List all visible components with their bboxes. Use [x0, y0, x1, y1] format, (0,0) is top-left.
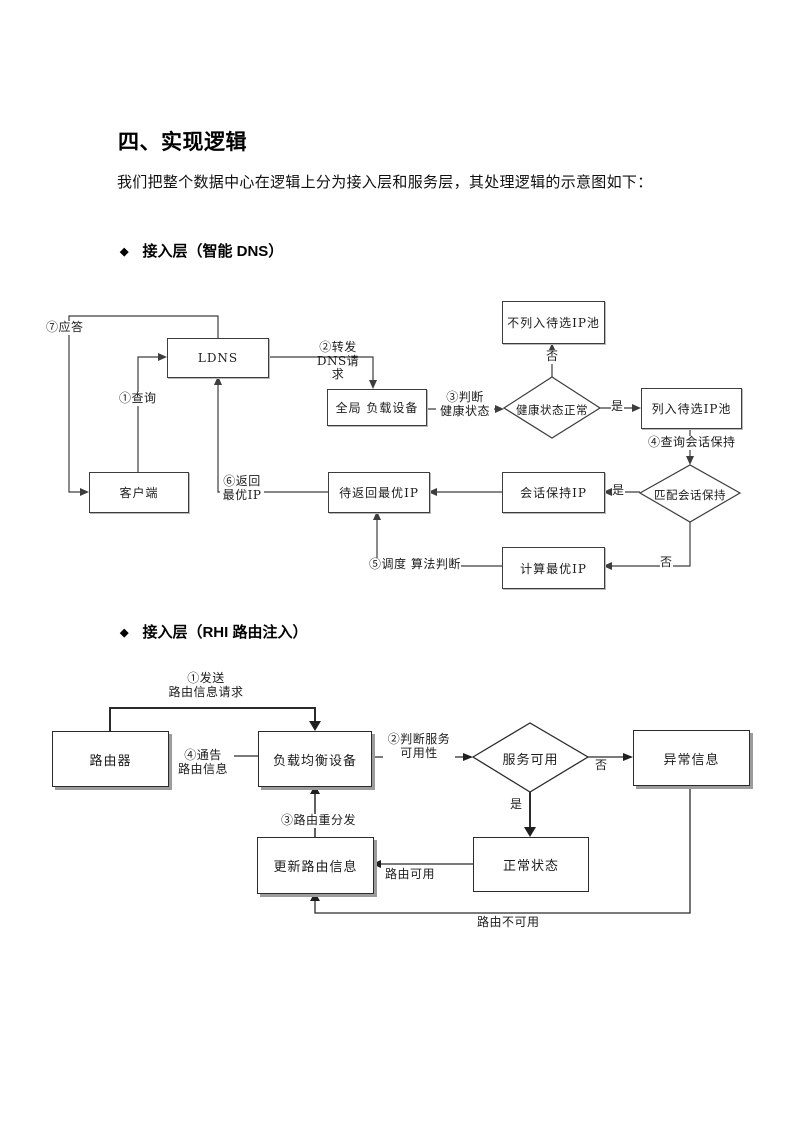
- decision-service-ok-diamond: [471, 722, 590, 793]
- arrowhead-into-health: [495, 405, 504, 413]
- fc2-decision-service-ok-label: 服务可用: [502, 753, 559, 768]
- decision-match-session-diamond: [638, 464, 742, 523]
- arrowhead-into-lb-top: [309, 721, 321, 731]
- connector-return-ip: [217, 385, 328, 493]
- fc1-decision-match-session-label: 匹配会话保持: [654, 488, 726, 502]
- arrowhead-into-session-ip: [603, 488, 612, 496]
- fc2-node-normal: 正常状态: [473, 837, 589, 892]
- arrowhead-into-ldns-bottom: [214, 376, 222, 385]
- fc1-node-calc-ip: 计算最优IP: [502, 547, 605, 589]
- fc2-node-router: 路由器: [52, 731, 169, 787]
- fc1-label-query: ①查询: [119, 391, 157, 406]
- arrowhead-into-client: [80, 488, 89, 496]
- connector-forward: [267, 356, 374, 380]
- fc2-node-abnormal: 异常信息: [633, 730, 750, 786]
- fc2-decision-diamonds: [471, 722, 590, 793]
- diamond-bullet-icon: ◆: [120, 246, 129, 258]
- fc2-node-lb: 负载均衡设备: [258, 731, 372, 787]
- diamond-bullet-icon: ◆: [120, 627, 129, 639]
- fc2-label-route-bad: 路由不可用: [477, 915, 540, 929]
- arrowhead-into-not-pool: [548, 343, 556, 352]
- fc2-node-update: 更新路由信息: [257, 837, 374, 894]
- arrowhead-into-update-bottom: [310, 892, 320, 901]
- fc1-label-schedule: ⑤调度 算法判断: [369, 557, 461, 572]
- fc1-node-global-lb: 全局 负载设备: [327, 389, 427, 426]
- fc1-node-session-ip: 会话保持IP: [502, 472, 605, 513]
- section-heading-rhi: ◆ 接入层（RHI 路由注入）: [120, 621, 307, 642]
- arrowhead-into-lb-bottom: [310, 785, 320, 794]
- fc2-label-judge-service: ②判断服务 可用性: [383, 732, 455, 760]
- arrowhead-into-abnormal: [623, 753, 633, 761]
- fc1-label-judge-health: ③判断 健康状态: [436, 390, 494, 418]
- fc1-node-ldns: LDNS: [167, 338, 269, 378]
- fc1-decision-diamonds: [502, 376, 742, 523]
- arrowhead-into-calc-ip: [603, 562, 612, 570]
- fc1-label-no2: 否: [660, 555, 673, 570]
- arrowhead-into-pool: [632, 404, 641, 412]
- arrowhead-into-global-lb: [369, 380, 377, 389]
- section-rhi-title: 接入层（RHI 路由注入）: [142, 624, 308, 641]
- fc1-label-query-session: ④查询会话保持: [648, 435, 736, 450]
- section-dns-title: 接入层（智能 DNS）: [142, 243, 284, 260]
- connector-reply: [68, 315, 219, 493]
- fc2-label-notify: ④通告 路由信息: [172, 748, 234, 776]
- fc1-node-pool: 列入待选IP池: [641, 388, 742, 429]
- fc1-label-yes2: 是: [612, 483, 625, 498]
- fc1-node-wait-ip: 待返回最优IP: [328, 472, 430, 513]
- fc2-label-no: 否: [595, 758, 608, 772]
- fc1-decision-health-label: 健康状态正常: [516, 403, 588, 417]
- arrowhead-into-normal: [524, 827, 536, 837]
- fc1-label-reply: ⑦应答: [46, 320, 84, 335]
- fc2-label-redistribute: ③路由重分发: [281, 813, 357, 828]
- fc1-label-yes1: 是: [611, 399, 624, 414]
- fc1-node-not-pool: 不列入待选IP池: [502, 301, 605, 344]
- fc1-connector-lines: [68, 315, 691, 567]
- arrowhead-into-wait-ip-bottom: [373, 511, 381, 520]
- fc2-label-route-ok: 路由可用: [385, 867, 436, 881]
- connector-query: [137, 356, 158, 472]
- decision-health-diamond: [502, 376, 602, 439]
- page-title: 四、实现逻辑: [118, 131, 247, 154]
- fc1-arrowheads: [80, 343, 694, 570]
- arrowhead-into-update: [372, 860, 381, 868]
- arrowhead-into-match-session: [686, 456, 694, 465]
- connector-route-bad: [314, 784, 691, 914]
- fc1-label-no1: 否: [546, 349, 559, 364]
- fc2-label-send: ①发送 路由信息请求: [168, 671, 244, 699]
- section-heading-dns: ◆ 接入层（智能 DNS）: [120, 240, 283, 261]
- arrowhead-into-wait-ip: [428, 488, 437, 496]
- fc2-label-yes: 是: [510, 797, 523, 811]
- connector-send-request: [109, 707, 316, 731]
- connector-no2: [612, 522, 691, 567]
- arrowhead-into-ldns: [158, 353, 167, 361]
- fc1-label-return-ip: ⑥返回 最优IP: [220, 474, 264, 502]
- intro-paragraph: 我们把整个数据中心在逻辑上分为接入层和服务层，其处理逻辑的示意图如下：: [117, 174, 653, 191]
- fc1-node-client: 客户端: [89, 472, 189, 513]
- fc1-label-forward: ②转发 DNS请求: [316, 340, 360, 381]
- arrowhead-into-service-ok: [463, 753, 473, 761]
